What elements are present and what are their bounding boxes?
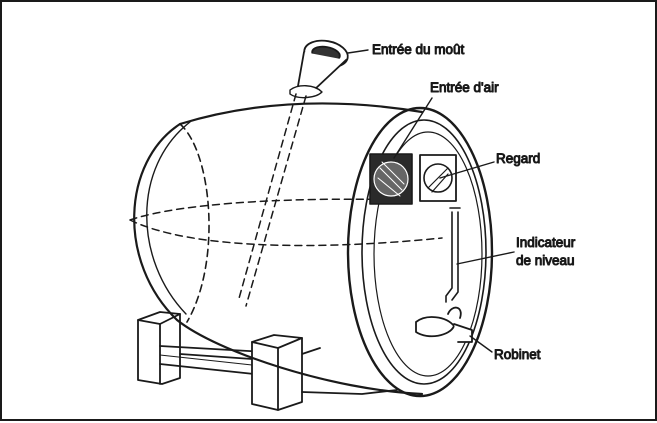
leader-air-inlet — [393, 97, 433, 159]
leader-lines — [347, 49, 515, 353]
barrel-stand — [137, 311, 398, 411]
tap-valve — [415, 306, 473, 343]
must-inlet-funnel — [289, 39, 349, 99]
leader-must-inlet — [347, 49, 369, 54]
label-sight-glass: Regard — [496, 151, 540, 166]
level-indicator-tube — [445, 207, 461, 303]
barrel-front-head — [346, 106, 494, 398]
label-must-inlet: Entrée du moût — [372, 42, 465, 57]
label-tap: Robinet — [494, 347, 541, 362]
label-level-indicator-line2: de niveau — [516, 253, 575, 268]
air-inlet-vent — [369, 153, 413, 205]
leader-tap — [469, 335, 493, 353]
liquid-level-line — [129, 198, 443, 247]
must-inlet-pipe — [237, 93, 307, 307]
sight-glass — [419, 154, 457, 202]
label-air-inlet: Entrée d'air — [430, 80, 499, 95]
label-level-indicator-line1: Indicateur — [516, 235, 576, 250]
leader-level-indicator — [456, 251, 515, 265]
leader-sight-glass — [439, 161, 495, 179]
